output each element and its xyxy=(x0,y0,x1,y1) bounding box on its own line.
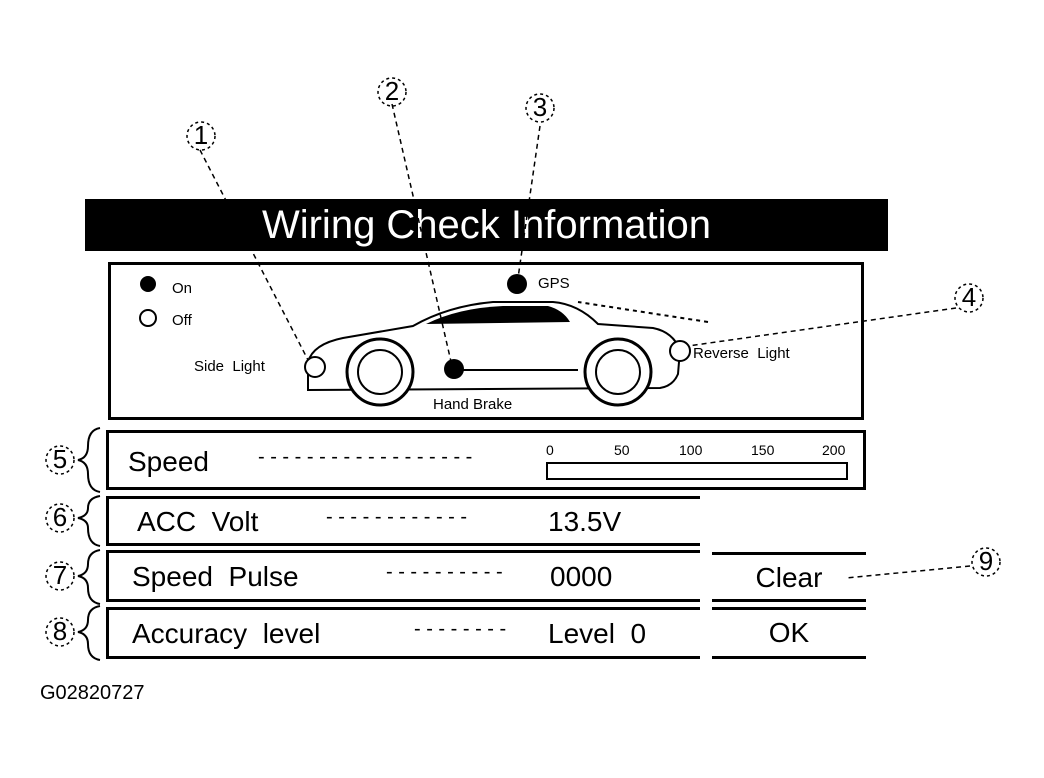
gps-label: GPS xyxy=(538,275,570,292)
car-window xyxy=(426,306,570,324)
title-bar xyxy=(85,199,888,251)
acc-volt-label: ACC Volt xyxy=(137,506,259,537)
callout-6-bracket xyxy=(77,495,101,547)
accuracy-leader: - - - - - - - - xyxy=(414,618,507,640)
callout-2-leader xyxy=(391,103,453,367)
rear-wheel-hub xyxy=(595,349,641,395)
hand-brake-indicator xyxy=(444,359,464,379)
speed-pulse-value: 0000 xyxy=(550,561,613,592)
hand-brake-label: Hand Brake xyxy=(433,396,513,413)
callout-5: 5 xyxy=(52,444,68,474)
speed-scale-50: 50 xyxy=(614,442,630,458)
accuracy-value: Level 0 xyxy=(548,618,647,649)
callout-2: 2 xyxy=(384,76,400,106)
callout-4-ring xyxy=(954,283,984,313)
legend-off-indicator xyxy=(139,309,157,327)
speed-scale-150: 150 xyxy=(751,442,775,458)
legend-on-label: On xyxy=(172,280,193,297)
callout-7: 7 xyxy=(52,560,68,590)
speed-leader: - - - - - - - - - - - - - - - - - - xyxy=(258,446,473,468)
callout-2-ring xyxy=(377,77,407,107)
callout-7-ring xyxy=(45,561,75,591)
callout-9-leader xyxy=(845,565,971,579)
callout-1-leader xyxy=(199,149,309,361)
front-wheel-hub xyxy=(357,349,403,395)
roof-dash-line xyxy=(577,301,709,323)
side-light-label: Side Light xyxy=(194,358,265,375)
figure-id: G02820727 xyxy=(40,682,145,704)
wiring-diagram-panel xyxy=(108,262,864,420)
callout-9-ring xyxy=(971,547,1001,577)
speed-row xyxy=(106,430,866,490)
callout-1: 1 xyxy=(193,120,209,150)
callout-8: 8 xyxy=(52,616,68,646)
speed-scale-200: 200 xyxy=(822,442,846,458)
callout-4: 4 xyxy=(961,282,977,312)
acc-volt-row xyxy=(106,496,700,546)
callout-8-bracket xyxy=(77,605,101,661)
speed-pulse-leader: - - - - - - - - - - xyxy=(386,561,503,583)
clear-button[interactable]: Clear xyxy=(712,552,866,602)
legend-on-indicator xyxy=(140,276,156,292)
callout-6: 6 xyxy=(52,502,68,532)
speed-pulse-label: Speed Pulse xyxy=(132,561,299,592)
callout-5-ring xyxy=(45,445,75,475)
gps-indicator xyxy=(507,274,527,294)
callout-8-ring xyxy=(45,617,75,647)
speed-gauge-bar xyxy=(546,462,848,480)
side-light-indicator xyxy=(304,356,326,378)
callout-7-bracket xyxy=(77,549,101,605)
reverse-light-indicator xyxy=(669,340,691,362)
callout-9: 9 xyxy=(978,546,994,576)
car-illustration xyxy=(139,274,709,407)
callout-3-leader xyxy=(517,125,541,279)
callout-5-bracket xyxy=(77,427,101,493)
callout-3: 3 xyxy=(532,92,548,122)
speed-scale-100: 100 xyxy=(679,442,703,458)
accuracy-label: Accuracy level xyxy=(132,618,321,649)
reverse-light-label: Reverse Light xyxy=(693,345,790,362)
ok-button[interactable]: OK xyxy=(712,607,866,659)
car-body-outline xyxy=(307,301,682,392)
window-title: Wiring Check Information xyxy=(261,203,712,247)
callout-3-ring xyxy=(525,93,555,123)
acc-volt-value: 13.5V xyxy=(548,506,622,537)
callout-6-ring xyxy=(45,503,75,533)
speed-scale-0: 0 xyxy=(546,442,554,458)
acc-volt-leader: - - - - - - - - - - - - xyxy=(326,506,468,528)
speed-pulse-row xyxy=(106,550,700,602)
callout-1-ring xyxy=(186,121,216,151)
accuracy-row xyxy=(106,607,700,659)
legend-off-label: Off xyxy=(172,312,192,329)
callout-4-leader xyxy=(687,307,957,347)
speed-label: Speed xyxy=(128,446,209,477)
